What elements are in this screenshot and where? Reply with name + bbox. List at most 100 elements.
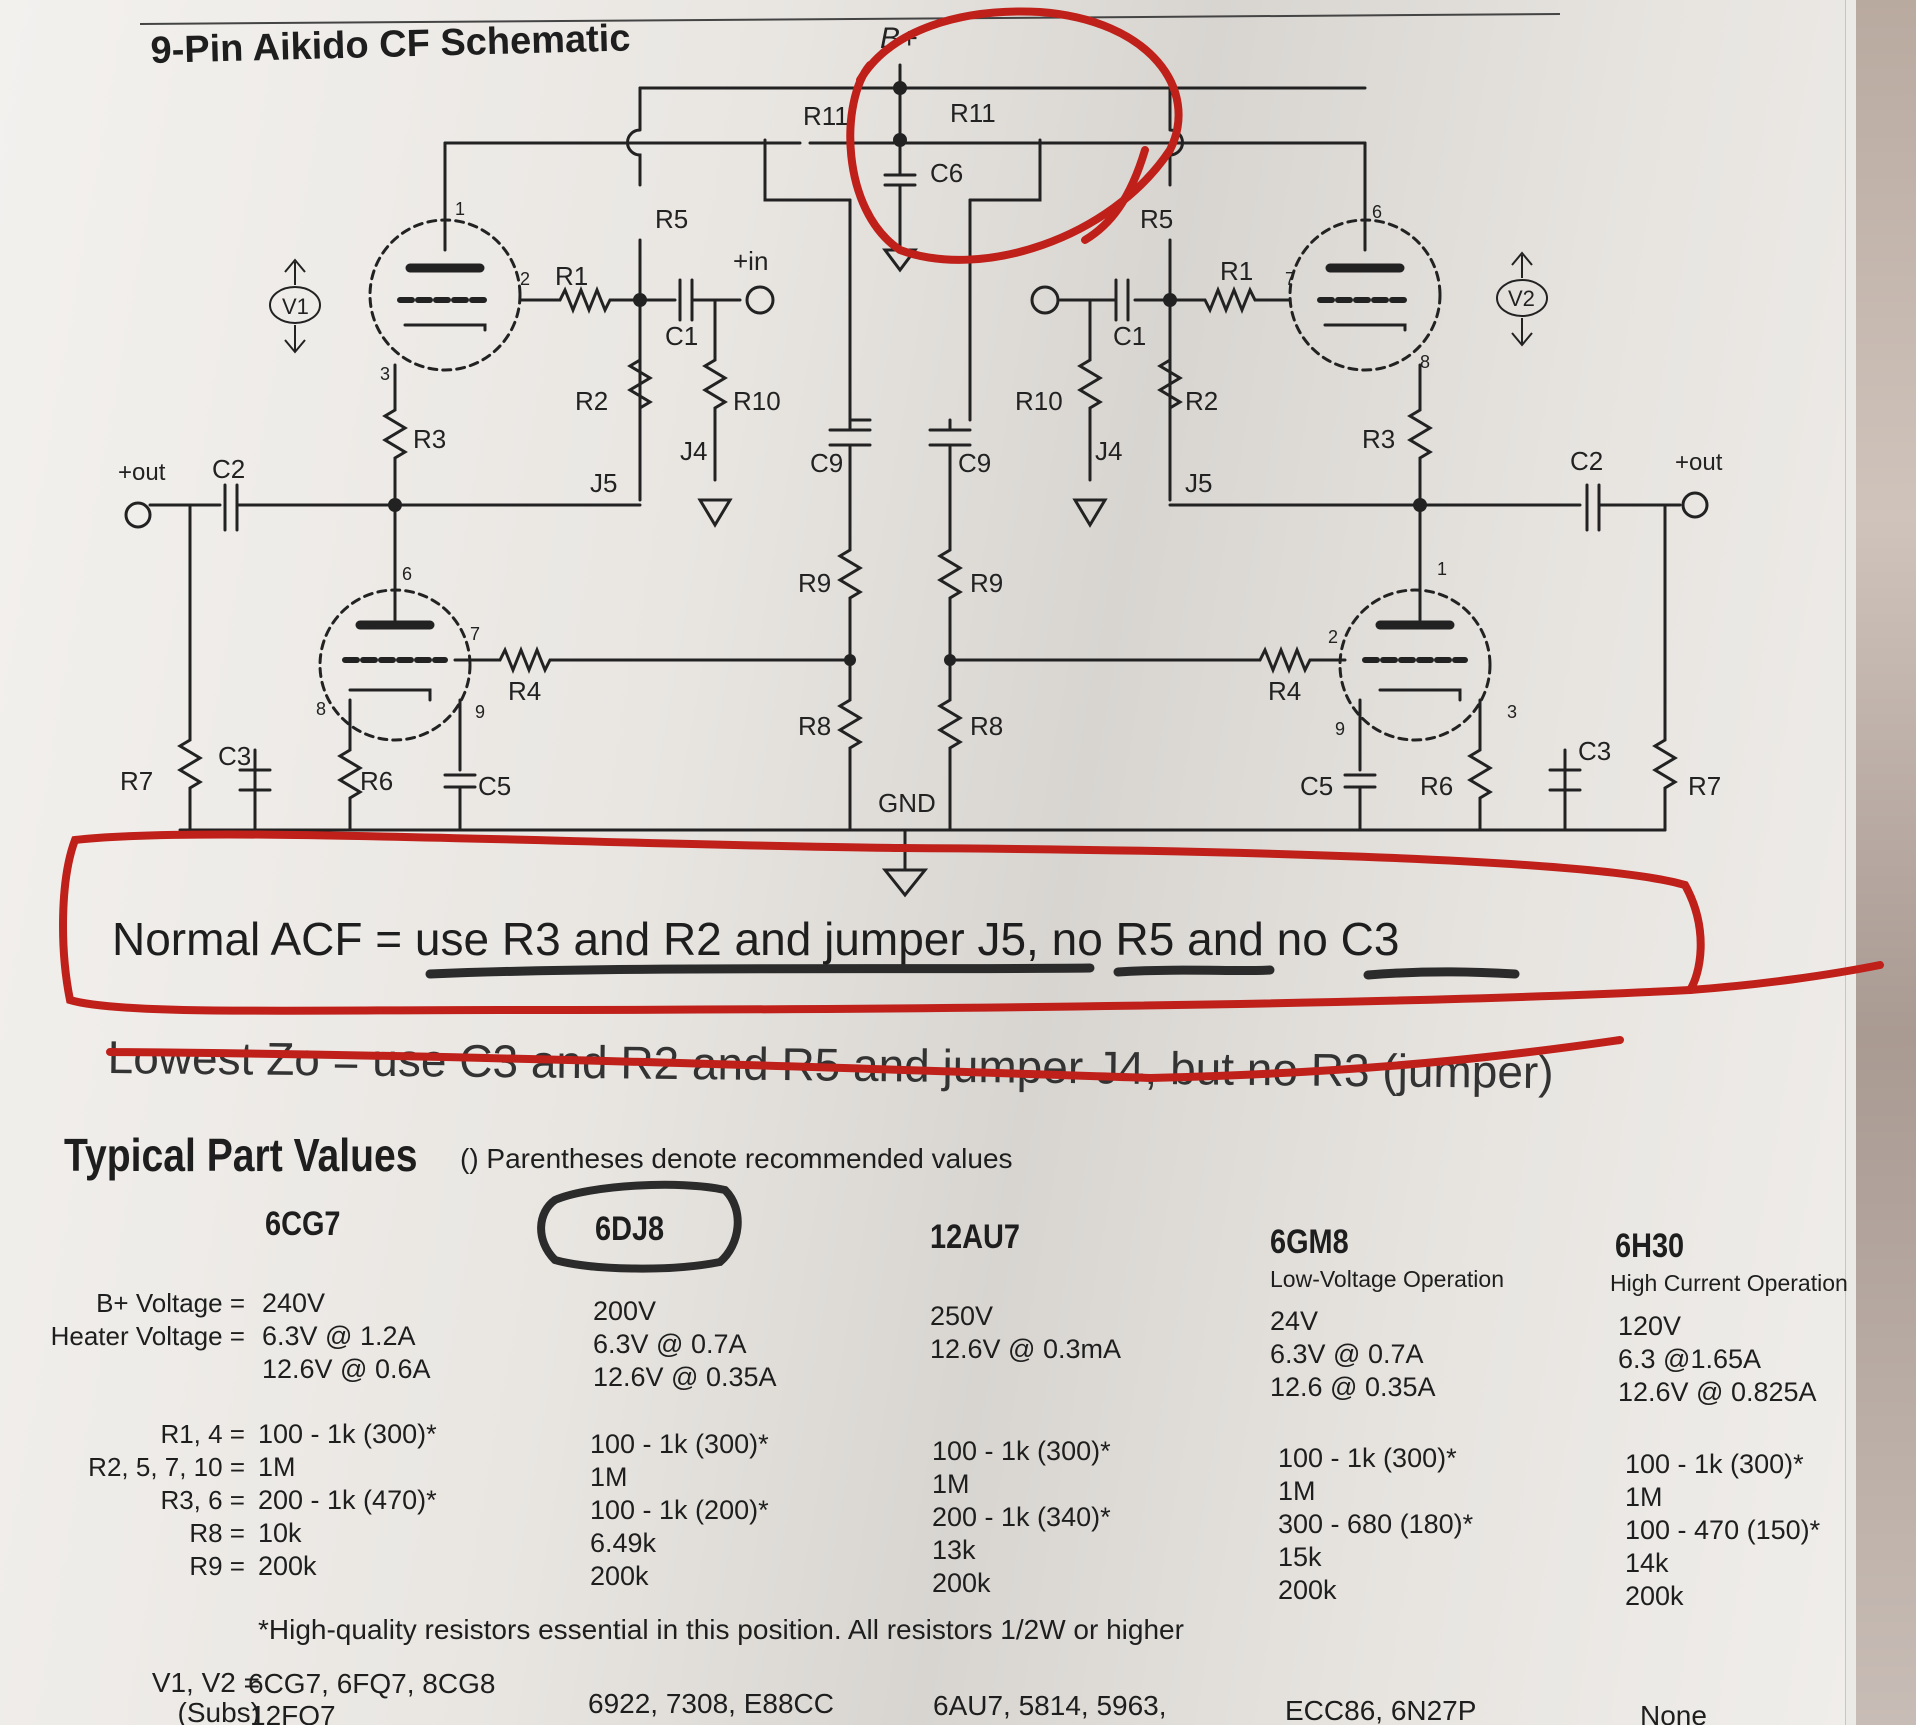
label-r2-right: R2 <box>1185 386 1218 416</box>
row-label-r8: R8 = <box>189 1518 245 1548</box>
label-j4-right: J4 <box>1095 436 1122 466</box>
cell: 100 - 470 (150)* <box>1625 1515 1821 1545</box>
pin-label: 8 <box>1420 352 1430 372</box>
cell: 10k <box>258 1518 302 1548</box>
col-note-6h30: High Current Operation <box>1610 1270 1848 1296</box>
col-6dj8-resistors: 100 - 1k (300)* 1M 100 - 1k (200)* 6.49k… <box>590 1428 769 1593</box>
cell: 6.49k <box>590 1528 657 1558</box>
cell: 100 - 1k (300)* <box>1278 1443 1457 1473</box>
col-6h30-voltages: 120V 6.3 @1.65A 12.6V @ 0.825A <box>1618 1310 1817 1409</box>
label-c2-right: C2 <box>1570 446 1603 476</box>
col-12au7-resistors: 100 - 1k (300)* 1M 200 - 1k (340)* 13k 2… <box>932 1435 1111 1600</box>
col-note-6gm8: Low-Voltage Operation <box>1270 1266 1504 1292</box>
cell: 200k <box>1625 1581 1684 1611</box>
label-r8-right: R8 <box>970 711 1003 741</box>
cell: 250V <box>930 1301 994 1331</box>
cell: 240V <box>262 1288 326 1318</box>
row-label-r1: R1, 4 = <box>160 1419 245 1449</box>
pin-label: 2 <box>1328 627 1338 647</box>
label-r11-left: R11 <box>803 101 849 131</box>
cell: 6.3V @ 0.7A <box>1270 1339 1424 1369</box>
label-r9-right: R9 <box>970 568 1003 598</box>
cell: 1M <box>1625 1482 1663 1512</box>
row-label-heater: Heater Voltage = <box>50 1321 245 1351</box>
cell: 200 - 1k (340)* <box>932 1502 1111 1532</box>
pin-label: 7 <box>1285 269 1295 289</box>
col-6gm8-resistors: 100 - 1k (300)* 1M 300 - 680 (180)* 15k … <box>1278 1442 1473 1607</box>
pin-label: 6 <box>402 564 412 584</box>
pencil-underline-3 <box>1363 967 1520 980</box>
label-r8-left: R8 <box>798 711 831 741</box>
label-r6-left: R6 <box>360 766 393 796</box>
label-j4-left: J4 <box>680 436 707 466</box>
pin-label: 2 <box>520 269 530 289</box>
label-c3-right: C3 <box>1578 736 1611 766</box>
note-lowest-zo: Lowest Zo = use C3 and R2 and R5 and jum… <box>107 1031 1554 1099</box>
subs-6gm8: ECC86, 6N27P <box>1285 1695 1477 1725</box>
subs-6dj8: 6922, 7308, E88CC <box>588 1688 834 1719</box>
subs-12au7: 6AU7, 5814, 5963, <box>933 1690 1167 1721</box>
cell: 13k <box>932 1535 976 1565</box>
col-6h30-resistors: 100 - 1k (300)* 1M 100 - 470 (150)* 14k … <box>1625 1448 1820 1613</box>
marble-surface <box>1846 0 1916 1725</box>
cell: 6.3V @ 0.7A <box>593 1329 747 1359</box>
subs-6cg7: 6CG7, 6FQ7, 8CG8 <box>248 1668 496 1699</box>
row-label-r3: R3, 6 = <box>160 1485 245 1515</box>
label-r11-right: R11 <box>950 98 996 128</box>
label-j5-left: J5 <box>590 468 617 498</box>
pin-label: 6 <box>1372 202 1382 222</box>
label-gnd: GND <box>878 788 936 818</box>
subs-label-line2: (Subs) <box>177 1697 260 1725</box>
cell: 12.6V @ 0.35A <box>593 1362 777 1392</box>
cell: 12.6V @ 0.6A <box>262 1354 431 1384</box>
label-c1-right: C1 <box>1113 321 1146 351</box>
table-heading: Typical Part Values <box>64 1129 418 1181</box>
col-12au7-voltages: 250V 12.6V @ 0.3mA <box>930 1300 1121 1366</box>
label-r7-right: R7 <box>1688 771 1721 801</box>
subs-label-line1: V1, V2 = <box>151 1667 260 1698</box>
cell: 1M <box>590 1462 628 1492</box>
cell: 100 - 1k (300)* <box>932 1436 1111 1466</box>
col-head-12au7: 12AU7 <box>930 1218 1020 1256</box>
cell: 100 - 1k (300)* <box>258 1419 437 1449</box>
cell: 120V <box>1618 1311 1682 1341</box>
label-r5: R5 <box>655 204 688 234</box>
cell: 200V <box>593 1296 657 1326</box>
cell: 1M <box>1278 1476 1316 1506</box>
pencil-underline-2 <box>1113 965 1275 977</box>
pin-label: 1 <box>455 199 465 219</box>
label-r1-left: R1 <box>555 261 588 291</box>
row-label-r9: R9 = <box>189 1551 245 1581</box>
cell: 6.3V @ 1.2A <box>262 1321 416 1351</box>
row-labels-a: B+ Voltage = Heater Voltage = <box>30 1287 245 1353</box>
label-in-left: +in <box>733 246 768 276</box>
pin-label: 9 <box>1335 719 1345 739</box>
cell: 1M <box>932 1469 970 1499</box>
label-r5-right: R5 <box>1140 204 1173 234</box>
pencil-underline-1 <box>425 963 1095 979</box>
b-plus-label: B+ <box>880 22 918 55</box>
label-c1-left: C1 <box>665 321 698 351</box>
pin-label: 9 <box>475 702 485 722</box>
pin-label: 8 <box>316 699 326 719</box>
note-normal-acf: Normal ACF = use R3 and R2 and jumper J5… <box>112 913 1400 965</box>
pin-label: 1 <box>1437 559 1447 579</box>
label-r2-left: R2 <box>575 386 608 416</box>
cell: 200k <box>590 1561 649 1591</box>
tube-badge-v1: V1 <box>282 294 309 319</box>
label-c3-left: C3 <box>218 741 251 771</box>
pin-label: 3 <box>1507 702 1517 722</box>
col-head-6gm8: 6GM8 <box>1270 1223 1349 1261</box>
col-6cg7-resistors: 100 - 1k (300)* 1M 200 - 1k (470)* 10k 2… <box>258 1418 437 1583</box>
label-r1-right: R1 <box>1220 256 1253 286</box>
label-c5-right: C5 <box>1300 771 1333 801</box>
label-r10-left: R10 <box>733 386 781 416</box>
col-6gm8-voltages: 24V 6.3V @ 0.7A 12.6 @ 0.35A <box>1270 1305 1436 1404</box>
footnote: *High-quality resistors essential in thi… <box>258 1614 1184 1645</box>
label-r4-left: R4 <box>508 676 541 706</box>
cell: 14k <box>1625 1548 1669 1578</box>
row-label-r2: R2, 5, 7, 10 = <box>88 1452 245 1482</box>
schematic-diagram: B+ R11 R11 C6 R5 R1 +in C1 R2 R10 R3 J4 … <box>118 22 1723 898</box>
cell: 200k <box>932 1568 991 1598</box>
